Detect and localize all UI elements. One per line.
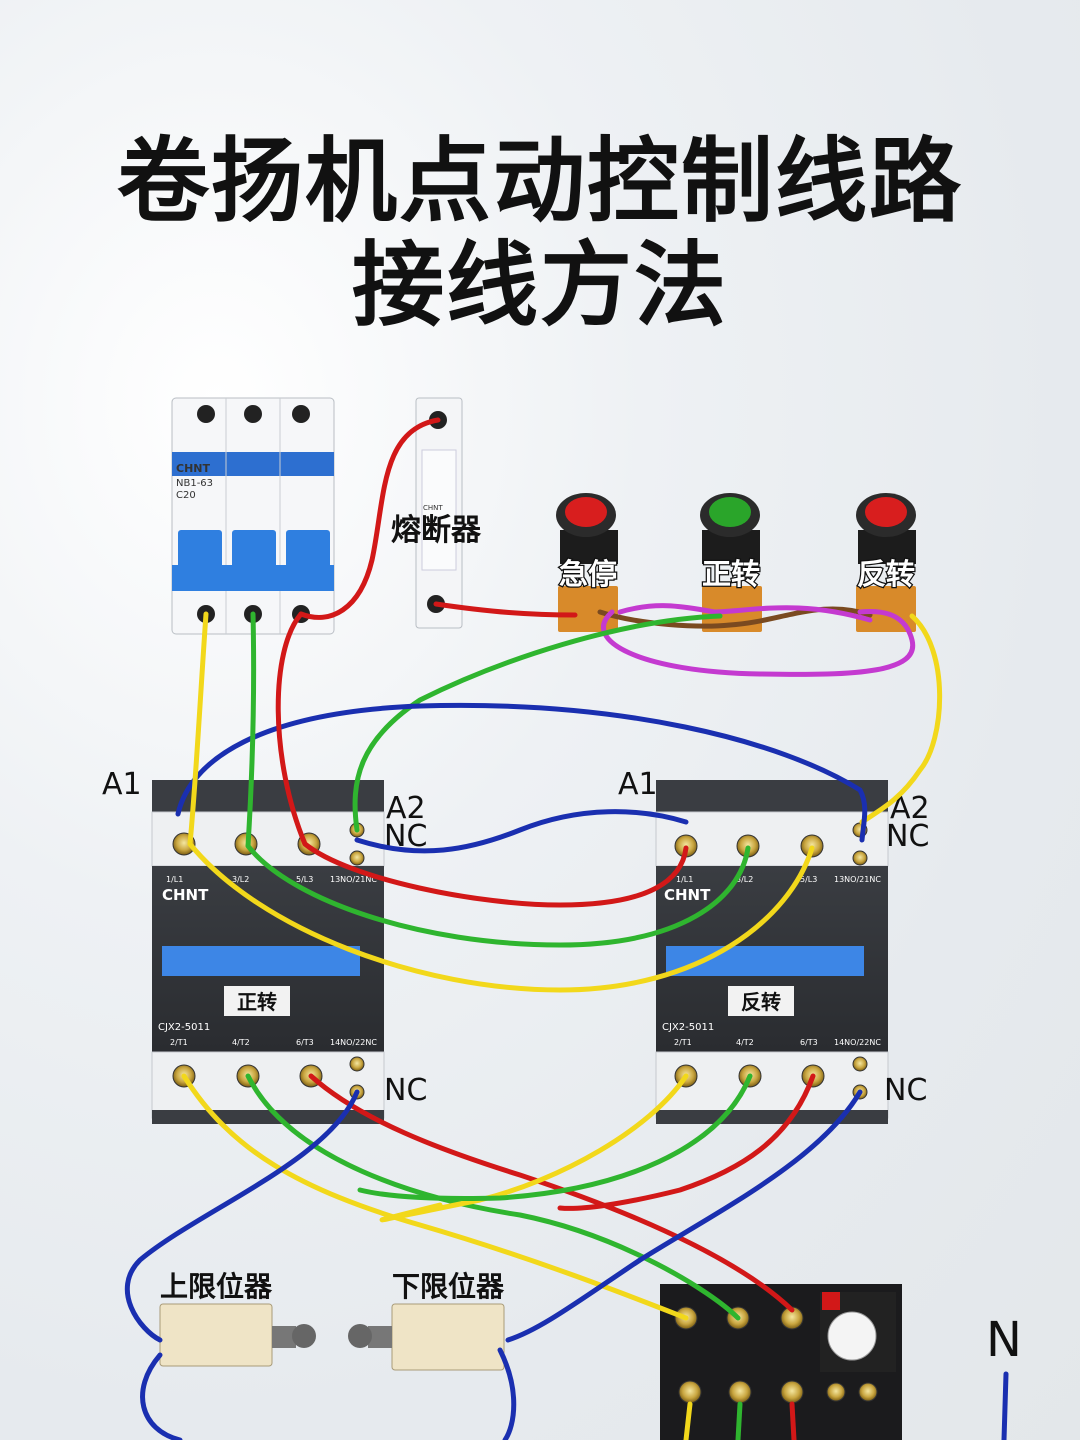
contactor-forward-term-13no: 13NO/21NC (330, 875, 377, 884)
breaker-brand: CHNT (176, 462, 210, 475)
wire-blue-limit-bottom (140, 1352, 183, 1440)
thermal-overload-relay (660, 1284, 902, 1440)
wire-red-out (789, 1401, 797, 1440)
wire-yellow-out (683, 1401, 693, 1440)
circuit-breaker: CHNT NB1-63 C20 (171, 397, 335, 635)
wire-blue-forward-nc-limit (124, 1089, 360, 1343)
contactor-forward-brand: CHNT (162, 886, 209, 904)
wire-magenta-loop (601, 609, 916, 677)
button-reverse-label: 反转 (857, 557, 915, 591)
contactor-reverse-model: CJX2-5011 (662, 1022, 714, 1033)
breaker-rating: C20 (176, 490, 196, 501)
wire-green-t2-reverse (357, 1073, 753, 1201)
wire-green-l2 (245, 611, 751, 948)
button-forward[interactable] (700, 493, 762, 632)
contactor-forward-term-5l3: 5/L3 (296, 875, 313, 884)
wire-blue-neutral (1001, 1371, 1009, 1440)
contactor-forward-term-3l2: 3/L2 (232, 875, 249, 884)
contactor-reverse: CHNT 1/L1 3/L2 5/L3 13NO/21NC CJX2-5011 … (655, 780, 889, 1124)
button-emergency-stop-label: 急停 (559, 557, 617, 591)
fuse-holder: CHNT (415, 397, 463, 629)
breaker-model: NB1-63 (176, 478, 213, 489)
contactor-forward-term-4t2: 4/T2 (232, 1038, 250, 1047)
wire-blue-reverse-nc-limit (505, 1089, 863, 1343)
wire-red-l3 (275, 611, 689, 908)
contactor-forward-term-6t3: 6/T3 (296, 1038, 314, 1047)
wire-red-fuse-estop (433, 601, 578, 618)
wire-blue-limit-lower-bottom (497, 1347, 517, 1440)
contactor-reverse-term-1l1: 1/L1 (676, 875, 693, 884)
wire-blue-reverse-a1 (354, 809, 689, 854)
title-line-2: 接线方法 (351, 232, 728, 339)
fuse-label: 熔断器 (391, 513, 482, 548)
contactor-reverse-term-4t2: 4/T2 (736, 1038, 754, 1047)
wire-yellow-t1-forward (181, 1073, 689, 1321)
limit-switch-lower (348, 1303, 505, 1371)
contactor-reverse-name: 反转 (741, 990, 781, 1014)
contactor-forward-a1: A1 (102, 767, 142, 802)
contactor-forward-name: 正转 (237, 990, 277, 1014)
wire-magenta-link (617, 603, 873, 623)
contactor-reverse-nc-top: NC (886, 819, 929, 854)
neutral-label: N (986, 1312, 1022, 1368)
limit-switch-lower-label: 下限位器 (392, 1270, 505, 1303)
contactor-forward-term-14no: 14NO/22NC (330, 1038, 377, 1047)
contactor-reverse-term-13no: 13NO/21NC (834, 875, 881, 884)
contactor-reverse-term-14no: 14NO/22NC (834, 1038, 881, 1047)
wires (124, 417, 1009, 1440)
limit-switch-upper-label: 上限位器 (160, 1270, 273, 1303)
wire-yellow-button-a2 (859, 613, 943, 825)
contactor-forward-nc-bottom: NC (384, 1073, 427, 1108)
button-forward-label: 正转 (702, 557, 760, 591)
wire-red-breaker-fuse (298, 417, 441, 620)
contactor-reverse-brand: CHNT (664, 886, 711, 904)
contactor-forward-a2: A2 (386, 791, 426, 826)
fuse-brand: CHNT (423, 504, 443, 512)
contactor-forward-term-2t1: 2/T1 (170, 1038, 188, 1047)
contactor-reverse-nc-bottom: NC (884, 1073, 927, 1108)
contactor-forward-term-1l1: 1/L1 (166, 875, 183, 884)
wire-yellow-l1 (187, 611, 815, 993)
contactor-forward-model: CJX2-5011 (158, 1022, 210, 1033)
page-title: 卷扬机点动控制线路 接线方法 (0, 130, 1080, 338)
wire-green-button-a2 (352, 613, 723, 833)
wire-green-out (735, 1401, 743, 1440)
title-line-1: 卷扬机点动控制线路 (116, 128, 963, 235)
wire-red-t3-reverse (557, 1073, 816, 1211)
contactor-reverse-term-2t1: 2/T1 (674, 1038, 692, 1047)
wire-green-t2-forward (245, 1073, 741, 1321)
limit-switch-upper (159, 1303, 316, 1367)
contactor-forward: CHNT 3/L2 5/L3 13NO/21NC 1/L1 CJX2-5011 … (151, 780, 385, 1124)
contactor-reverse-term-3l2: 3/L2 (736, 875, 753, 884)
contactor-reverse-term-6t3: 6/T3 (800, 1038, 818, 1047)
breaker-toggle-bar[interactable] (172, 565, 334, 591)
contactor-reverse-a1: A1 (618, 767, 658, 802)
wire-red-t3-forward (308, 1073, 795, 1313)
wire-blue-a1-nc (175, 702, 868, 843)
contactor-reverse-term-5l3: 5/L3 (800, 875, 817, 884)
